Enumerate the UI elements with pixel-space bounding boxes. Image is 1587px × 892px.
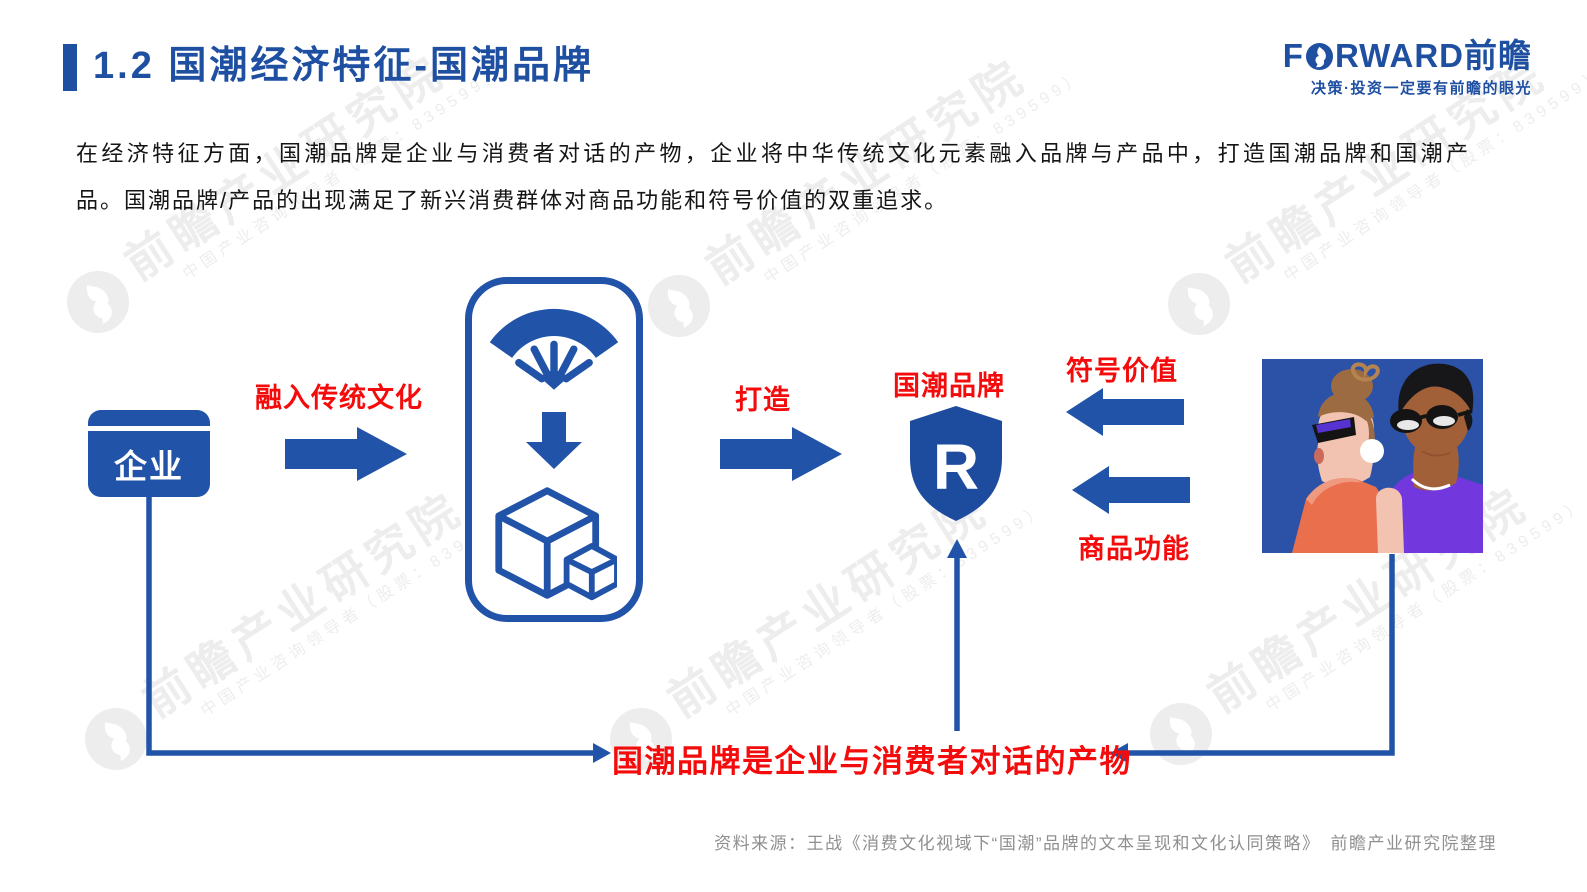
- intro-line-2: 品。国潮品牌/产品的出现满足了新兴消费群体对商品功能和符号价值的双重追求。: [76, 188, 949, 213]
- forward-logo: F RWARD 前瞻 决策·投资一定要有前瞻的眼光: [1283, 38, 1532, 98]
- consumer-to-conclusion-line: [1127, 554, 1395, 756]
- man-sunglasses-icon: [1390, 405, 1473, 433]
- label-product-function: 商品功能: [1078, 534, 1190, 564]
- arrow-left-icon: [1066, 388, 1184, 436]
- forward-logo-o-bird-icon: [1305, 42, 1333, 70]
- label-integrate-culture: 融入传统文化: [255, 383, 423, 413]
- label-symbol-value: 符号价值: [1066, 356, 1178, 386]
- brand-shield-icon: R: [910, 406, 1002, 521]
- folding-fan-icon: [489, 308, 619, 390]
- label-build: 打造: [735, 385, 791, 415]
- enterprise-box: 企业: [88, 410, 210, 497]
- logo-text-part2: RWARD: [1334, 37, 1464, 74]
- enterprise-label: 企业: [114, 448, 184, 485]
- man-necklace: [1410, 477, 1451, 491]
- title-accent-bar: [63, 44, 77, 91]
- intro-paragraph: 在经济特征方面，国潮品牌是企业与消费者对话的产物，企业将中华传统文化元素融入品牌…: [76, 130, 1468, 224]
- arrowhead-up-icon: [947, 539, 967, 558]
- intro-line-1: 在经济特征方面，国潮品牌是企业与消费者对话的产物，企业将中华传统文化元素融入品牌…: [76, 141, 1468, 166]
- consumers-illustration: [1262, 359, 1483, 553]
- enterprise-box-stripe: [88, 426, 210, 431]
- source-note: 资料来源：王战《消费文化视域下“国潮”品牌的文本呈现和文化认同策略》 前瞻产业研…: [714, 834, 1497, 853]
- down-arrow-icon: [526, 412, 582, 469]
- label-guochao-brand: 国潮品牌: [893, 371, 1005, 401]
- arrow-right-icon: [285, 427, 407, 481]
- consumers-illustration-image: [1262, 359, 1483, 553]
- forward-logo-wordmark: F RWARD 前瞻: [1283, 38, 1532, 74]
- logo-text-part1: F: [1282, 37, 1304, 74]
- culture-to-product-container: [465, 277, 643, 622]
- page-title: 1.2 国潮经济特征-国潮品牌: [93, 45, 595, 87]
- woman-sunglasses-icon: [1312, 417, 1356, 443]
- conclusion-text: 国潮品牌是企业与消费者对话的产物: [612, 744, 1132, 779]
- arrow-right-icon: [720, 427, 842, 481]
- arrowhead-right-icon: [593, 743, 611, 763]
- woman-earring: [1360, 439, 1384, 463]
- brand-r-mark: R: [933, 431, 979, 503]
- product-boxes-icon: [495, 487, 617, 601]
- logo-text-part3: 前瞻: [1464, 37, 1532, 74]
- logo-tagline: 决策·投资一定要有前瞻的眼光: [1311, 80, 1532, 97]
- arrow-left-icon: [1072, 466, 1190, 514]
